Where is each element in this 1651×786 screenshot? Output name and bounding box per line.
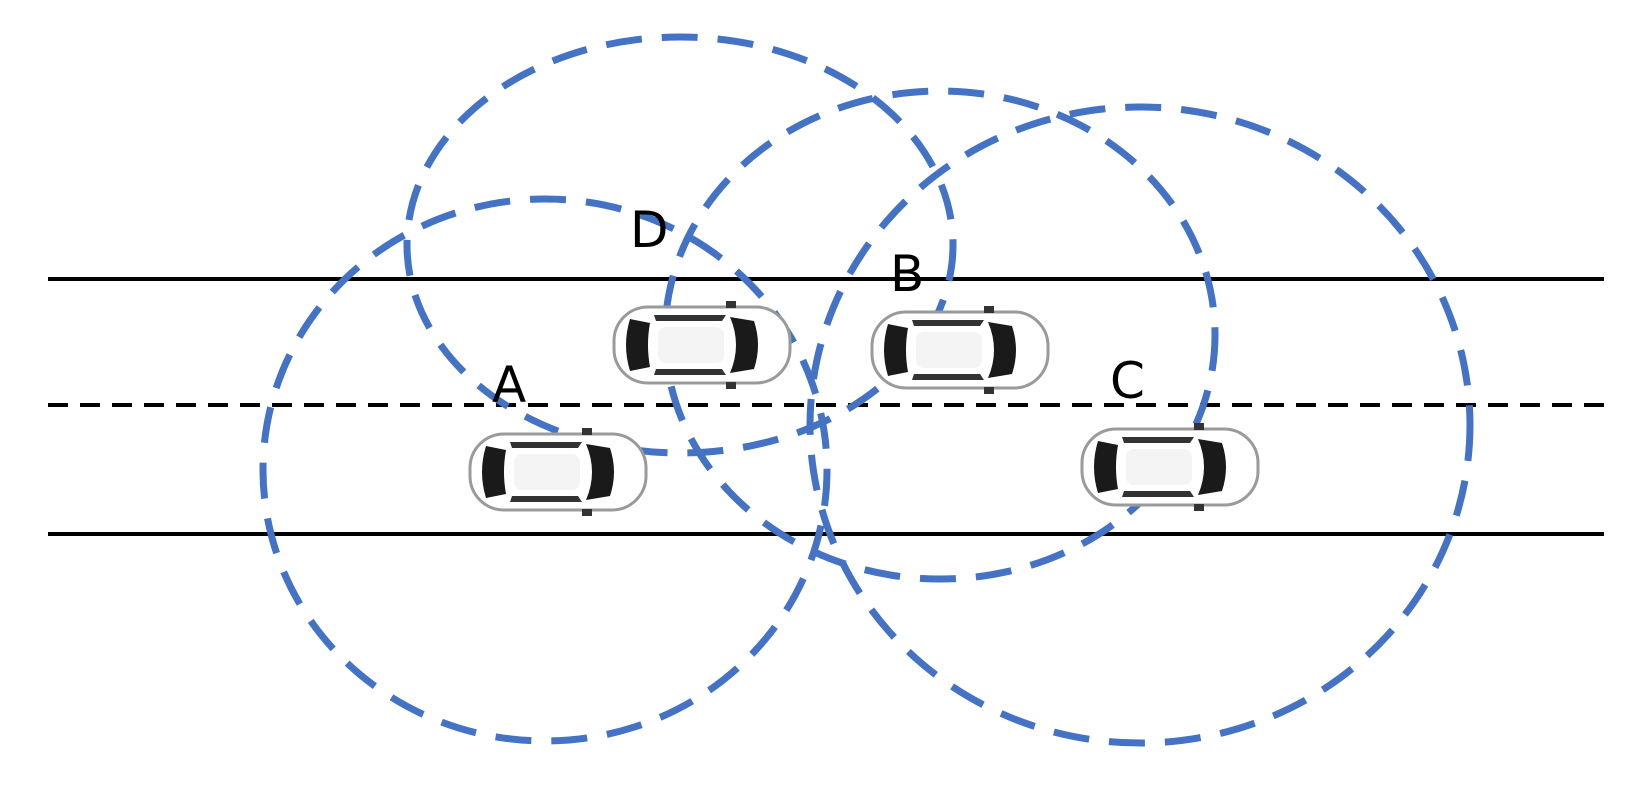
range-circle-a	[259, 195, 831, 745]
label-c: C	[1110, 352, 1145, 410]
range-circle-d	[403, 33, 957, 457]
car-a	[468, 426, 648, 518]
label-d: D	[630, 201, 669, 259]
vehicle-labels: D B A C	[492, 201, 1145, 414]
car-d	[612, 299, 792, 391]
range-circle-c	[806, 103, 1474, 747]
car-b	[870, 304, 1050, 396]
communication-ranges	[259, 33, 1474, 747]
label-a: A	[492, 356, 526, 414]
car-c	[1080, 421, 1260, 513]
label-b: B	[890, 245, 924, 303]
road	[48, 277, 1604, 536]
